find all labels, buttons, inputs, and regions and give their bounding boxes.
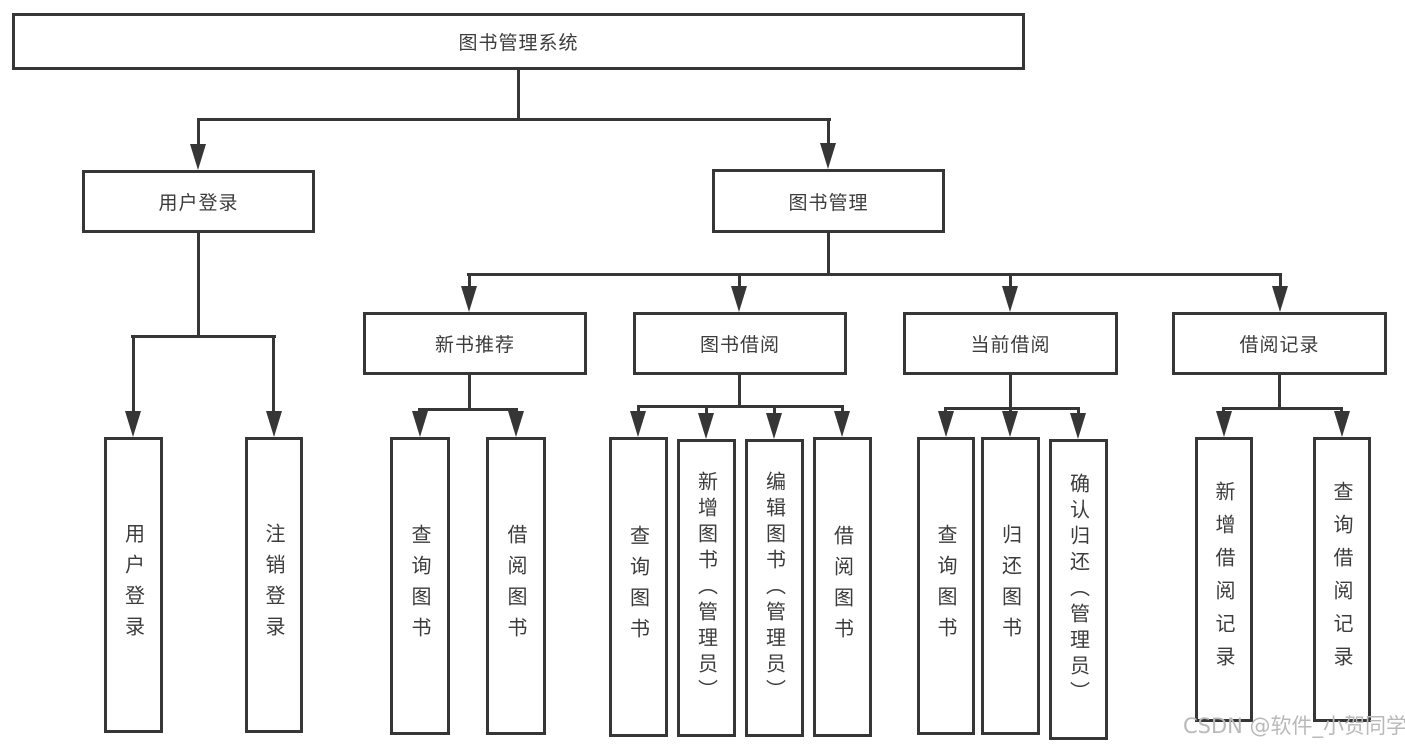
arrowhead-leaf [1216, 411, 1232, 437]
leaf-label: 编辑图书（管理员） [762, 471, 787, 705]
leaf-borrow-query: 查询图书 [609, 437, 668, 737]
connector-user-login-hline [131, 335, 276, 338]
connector-stub [841, 405, 844, 413]
connector-stub [1222, 407, 1225, 413]
connector-level2-hline [467, 273, 1282, 276]
leaf-borrow-add-admin: 新增图书（管理员） [677, 439, 736, 737]
node-borrow-record: 借阅记录 [1172, 312, 1387, 375]
node-new-book-recommend: 新书推荐 [363, 312, 587, 375]
leaf-user-login: 用户登录 [104, 437, 163, 733]
connector-stub [1009, 407, 1012, 413]
leaf-query-borrow-record: 查询借阅记录 [1313, 437, 1371, 722]
arrowhead-user-login [190, 144, 206, 170]
leaf-new-book-query: 查询图书 [390, 437, 450, 735]
arrowhead-book-mgmt [820, 143, 836, 169]
arrowhead-leaf [508, 411, 524, 437]
leaf-add-borrow-record: 新增借阅记录 [1195, 437, 1253, 722]
arrowhead-leaf [938, 411, 954, 437]
connector-stub-leaf-login [132, 335, 135, 413]
connector-book-mgmt-riser [827, 233, 830, 273]
node-book-borrow: 图书借阅 [633, 312, 847, 375]
arrowhead-leaf [1334, 411, 1350, 437]
arrowhead-leaf [766, 413, 782, 439]
leaf-label: 查询图书 [408, 524, 432, 648]
leaf-user-login-label: 用户登录 [121, 523, 146, 647]
connector-stub-book-mgmt [827, 118, 830, 146]
connector-stub [1340, 407, 1343, 413]
leaf-label: 借阅图书 [504, 524, 528, 648]
arrowhead-borrow-record [1272, 286, 1288, 312]
connector-root-riser [517, 70, 520, 118]
node-book-borrow-label: 图书借阅 [699, 334, 780, 356]
arrowhead-book-borrow [731, 286, 747, 312]
node-user-login-label: 用户登录 [158, 192, 239, 214]
leaf-label: 确认归还（管理员） [1066, 472, 1091, 707]
csdn-watermark: CSDN @软件_小贺同学 [1183, 714, 1405, 738]
connector-stub-leaf-logout [272, 335, 275, 413]
arrowhead-leaf [1070, 413, 1086, 439]
connector-stub [705, 405, 708, 413]
leaf-label: 查询图书 [626, 525, 651, 649]
arrowhead-leaf [412, 411, 428, 437]
arrowhead-leaf [834, 411, 850, 437]
leaf-logout-label: 注销登录 [262, 523, 286, 647]
node-book-mgmt-label: 图书管理 [788, 191, 869, 214]
leaf-label: 新增借阅记录 [1212, 480, 1236, 679]
node-current-borrow-label: 当前借阅 [970, 334, 1051, 356]
connector-user-login-riser [197, 233, 200, 335]
connector-book-borrow-hline [637, 405, 844, 408]
leaf-logout: 注销登录 [245, 437, 303, 733]
arrowhead-leaf [630, 411, 646, 437]
node-root: 图书管理系统 [12, 13, 1025, 70]
connector-borrow-record-hline [1222, 407, 1343, 410]
arrowhead-leaf-logout [266, 411, 282, 437]
arrowhead-leaf [698, 413, 714, 439]
leaf-label: 借阅图书 [830, 525, 855, 649]
leaf-borrow-edit-admin: 编辑图书（管理员） [745, 439, 804, 737]
arrowhead-leaf-login [125, 411, 141, 437]
connector-new-book-riser [468, 375, 471, 408]
node-root-label: 图书管理系统 [458, 32, 579, 54]
node-borrow-record-label: 借阅记录 [1239, 334, 1320, 356]
connector-stub-user-login [197, 118, 200, 146]
connector-stub-borrow-record [1279, 273, 1282, 290]
connector-current-borrow-hline [944, 407, 1080, 410]
arrowhead-current-borrow [1002, 286, 1018, 312]
node-book-mgmt: 图书管理 [712, 169, 945, 233]
connector-borrow-record-riser [1278, 375, 1281, 407]
leaf-new-book-borrow: 借阅图书 [486, 437, 546, 735]
arrowhead-leaf [1002, 411, 1018, 437]
connector-level1-hline [197, 118, 831, 121]
connector-new-book-hline [418, 408, 517, 411]
leaf-current-query: 查询图书 [917, 437, 975, 735]
node-current-borrow: 当前借阅 [903, 312, 1118, 375]
connector-stub [1077, 407, 1080, 413]
connector-stub [637, 405, 640, 413]
connector-book-borrow-riser [738, 375, 741, 405]
connector-current-borrow-riser [1009, 375, 1012, 407]
connector-stub-book-borrow [738, 273, 741, 290]
leaf-label: 查询借阅记录 [1330, 480, 1354, 679]
node-user-login: 用户登录 [82, 170, 315, 233]
connector-stub [773, 405, 776, 413]
arrowhead-new-book [461, 286, 477, 312]
leaf-label: 新增图书（管理员） [694, 471, 719, 705]
connector-stub [944, 407, 947, 413]
connector-stub-new-book [468, 273, 471, 290]
leaf-confirm-return-admin: 确认归还（管理员） [1049, 439, 1108, 740]
leaf-label: 查询图书 [934, 524, 958, 648]
leaf-borrow-book: 借阅图书 [813, 437, 872, 737]
leaf-return-book: 归还图书 [981, 437, 1040, 735]
leaf-label: 归还图书 [998, 524, 1023, 648]
node-new-book-label: 新书推荐 [434, 334, 515, 356]
connector-stub-current-borrow [1009, 273, 1012, 290]
